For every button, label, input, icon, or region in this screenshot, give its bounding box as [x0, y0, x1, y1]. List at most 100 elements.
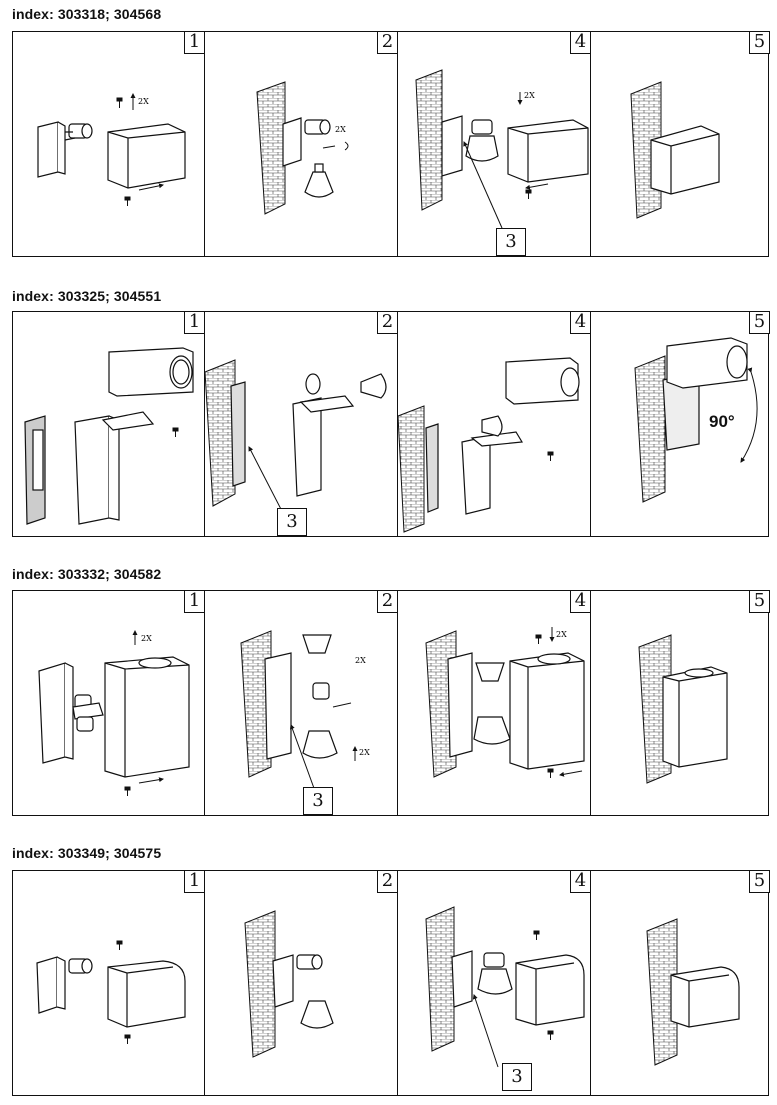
step-illustration [24, 347, 194, 525]
screw-icon [525, 189, 532, 199]
step-panel: 2 2X 2X 3 [205, 590, 398, 815]
lamp-housing-icon [507, 119, 589, 183]
step-number: 5 [749, 311, 770, 334]
screw-icon [322, 145, 336, 149]
step-illustration [244, 910, 334, 1058]
screw-icon [547, 451, 554, 461]
step-number: 5 [749, 870, 770, 893]
callout-label: 3 [303, 787, 333, 815]
step-panel: 5 [591, 31, 770, 256]
svg-text:2X: 2X [556, 630, 567, 639]
step-illustration: 2X [37, 93, 186, 206]
step-number: 1 [184, 590, 205, 613]
arrow-icon [472, 994, 499, 1068]
step-number: 4 [570, 590, 591, 613]
instruction-row-1: 1 2X 2 [12, 31, 770, 257]
step-panel: 4 2X [398, 590, 591, 815]
step-panel: 5 [591, 870, 770, 1095]
step-illustration [638, 634, 728, 784]
rotate-icon [344, 141, 349, 151]
step-number: 4 [570, 311, 591, 334]
lamp-housing-icon [104, 656, 190, 778]
step-illustration [36, 940, 186, 1044]
wall-bracket-icon [37, 121, 93, 178]
lamp-housing-icon [509, 652, 585, 770]
step-panel: 5 90° [591, 311, 770, 536]
step-panel: 4 3 [398, 870, 591, 1095]
step-illustration: 2X [38, 630, 190, 796]
lamp-housing-icon [107, 960, 186, 1028]
step-number: 2 [377, 311, 398, 334]
rotate-icon [740, 367, 758, 463]
step-illustration [646, 918, 740, 1066]
step-panel: 1 [13, 870, 205, 1095]
lamp-housing-icon [662, 666, 728, 768]
screw-icon [547, 768, 554, 778]
step-illustration: 2X 2X [240, 630, 370, 792]
step-panel: 2 [205, 870, 398, 1095]
step-number: 2 [377, 31, 398, 54]
callout-label: 3 [277, 508, 307, 536]
screw-icon [116, 97, 123, 108]
step-number: 1 [184, 870, 205, 893]
screw-icon [172, 427, 179, 437]
bulb-icon [302, 634, 332, 654]
quantity-note: 2X [138, 97, 149, 106]
screw-icon [116, 940, 123, 950]
lamp-housing-icon [505, 357, 580, 405]
step-number: 4 [570, 31, 591, 54]
step-panel: 4 2X 3 [398, 31, 591, 256]
callout-label: 3 [502, 1063, 532, 1091]
screw-icon [547, 1030, 554, 1040]
bulb-icon [473, 716, 511, 745]
screw-icon [533, 930, 540, 940]
wall-icon [204, 359, 236, 507]
bulb-icon [302, 730, 338, 759]
instruction-row-4: 1 2 4 [12, 870, 770, 1096]
step-panel: 4 [397, 311, 591, 536]
wall-icon [256, 81, 286, 215]
step-number: 5 [749, 590, 770, 613]
wall-icon [425, 906, 455, 1052]
svg-text:2X: 2X [359, 748, 370, 757]
step-illustration [425, 906, 585, 1068]
rotation-angle: 90° [709, 412, 735, 431]
step-number: 2 [377, 870, 398, 893]
step-panel: 1 2X [13, 590, 205, 815]
bulb-icon [481, 415, 503, 437]
lamp-housing-icon [107, 123, 186, 189]
screw-icon [124, 196, 131, 206]
step-panel: 1 [13, 311, 205, 536]
step-illustration: 2X [415, 69, 589, 229]
step-illustration [204, 359, 387, 518]
step-number: 2 [377, 590, 398, 613]
arrow-icon [463, 141, 503, 229]
bulb-icon [465, 135, 499, 162]
arrow-icon [290, 724, 316, 792]
step-panel: 5 [591, 590, 770, 815]
step-panel: 2 3 [204, 311, 398, 536]
bulb-icon [477, 968, 513, 995]
screw-icon [535, 634, 542, 644]
wall-icon [634, 355, 666, 503]
arrow-icon [248, 446, 286, 518]
section-title: index: 303318; 304568 [12, 6, 162, 22]
step-illustration [634, 337, 758, 503]
callout-label: 3 [496, 228, 526, 256]
arrow-icon [559, 770, 583, 777]
arrow-icon [138, 777, 164, 784]
step-number: 1 [184, 311, 205, 334]
step-number: 4 [570, 870, 591, 893]
bulb-icon [475, 662, 505, 682]
lamp-housing-icon [74, 347, 194, 525]
step-illustration [630, 81, 720, 219]
instruction-row-3: 1 2X 2 [12, 590, 770, 816]
wall-icon [240, 630, 272, 778]
step-illustration [397, 357, 580, 533]
lamp-housing-icon [650, 125, 720, 195]
step-illustration: 2X [425, 627, 585, 778]
lamp-housing-icon [515, 954, 585, 1026]
step-illustration: 2X [256, 81, 349, 215]
instruction-row-2: 1 2 3 [12, 311, 770, 537]
step-panel: 2 2X [205, 31, 398, 256]
